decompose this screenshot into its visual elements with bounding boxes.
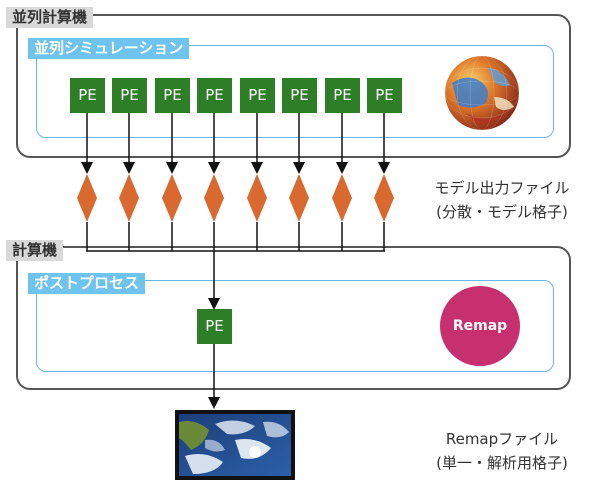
pe-box: PE [112,78,147,113]
pe-box: PE [240,78,275,113]
parallel-computer-label: 並列計算機 [6,7,94,28]
computer-label: 計算機 [6,240,64,261]
pe-box: PE [197,78,232,113]
file-diamond [332,174,352,222]
file-diamond [374,174,394,222]
file-diamond [77,174,97,222]
post-process-label: ポストプロセス [28,273,146,294]
pe-box: PE [282,78,317,113]
computer-box [16,246,571,390]
satellite-image-icon [175,410,295,480]
file-diamond [289,174,309,222]
file-diamond [247,174,267,222]
model-output-line1: モデル出力ファイル [434,179,570,197]
pe-box: PE [70,78,105,113]
post-pe-box: PE [197,309,232,344]
parallel-simulation-box [36,45,554,138]
model-output-caption: モデル出力ファイル (分散・モデル格子) [412,176,592,224]
post-process-box [36,280,554,372]
parallel-computer-box [16,14,571,158]
file-diamond [119,174,139,222]
pe-box: PE [155,78,190,113]
pe-box: PE [325,78,360,113]
globe-icon [442,53,522,133]
model-output-line2: (分散・モデル格子) [436,203,568,221]
remap-output-line1: Remapファイル [445,430,559,448]
remap-output-caption: Remapファイル (単一・解析用格子) [412,427,592,475]
file-diamond [162,174,182,222]
parallel-simulation-label: 並列シミュレーション [28,38,190,59]
remap-output-line2: (単一・解析用格子) [436,454,568,472]
remap-circle: Remap [440,286,520,366]
pe-box: PE [367,78,402,113]
file-diamond [204,174,224,222]
